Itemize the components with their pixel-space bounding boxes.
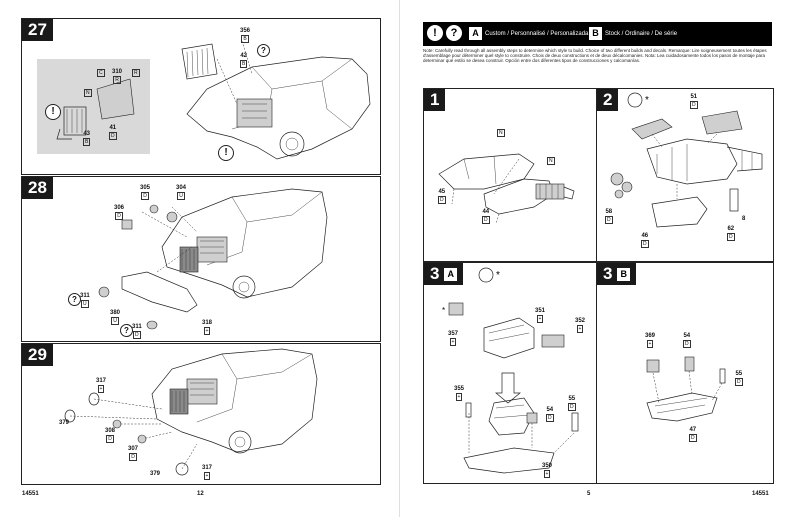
caution-icon: !	[427, 25, 443, 41]
step-number: 2	[597, 89, 619, 111]
page-number: 5	[587, 491, 591, 497]
part-callout: 379	[150, 471, 161, 477]
stock-badge: B	[617, 268, 631, 282]
svg-text:*: *	[496, 270, 500, 281]
stock-badge: B	[589, 26, 602, 40]
part-callout: 357+	[448, 331, 459, 346]
optional-part-icon: ?	[120, 324, 133, 337]
inset-code: C	[97, 69, 105, 77]
build-note: Note: Carefully read through all assembl…	[423, 48, 767, 64]
caution-icon: !	[45, 104, 61, 120]
step-3a-illustration: * *	[442, 267, 579, 474]
svg-text:*: *	[442, 306, 445, 315]
part-callout: 8	[742, 216, 746, 222]
optional-part-icon: ?	[446, 25, 462, 41]
part-callout: 318+	[202, 320, 213, 335]
step-number: 3 B	[597, 263, 637, 285]
part-label: N	[547, 157, 555, 165]
caution-icon: !	[218, 145, 234, 161]
step-number: 3 A	[424, 263, 464, 285]
step-number: 1	[424, 89, 446, 111]
step-number: 27	[22, 19, 53, 41]
step-number: 29	[22, 344, 53, 366]
kit-number: 14551	[752, 491, 769, 497]
part-callout: 352+	[575, 318, 586, 333]
part-callout: 351+	[535, 308, 546, 323]
part-callout: 369+	[645, 333, 656, 348]
svg-text:*: *	[645, 95, 649, 106]
step-29-illustration	[64, 348, 318, 476]
part-label: N	[497, 129, 505, 137]
kit-number: 14551	[22, 491, 39, 497]
step-28-illustration	[98, 188, 328, 330]
inset-code: R	[132, 69, 140, 77]
page-number: 12	[197, 491, 204, 497]
optional-part-icon: ?	[257, 44, 270, 57]
step-27-illustration	[56, 40, 371, 160]
part-callout: 317+	[96, 378, 107, 393]
part-callout: 317+	[202, 465, 213, 480]
step-3b-illustration	[646, 356, 726, 422]
custom-badge: A	[469, 26, 482, 40]
optional-part-icon: ?	[68, 293, 81, 306]
inset-code: N	[84, 89, 92, 97]
part-callout: 355+	[454, 386, 465, 401]
part-callout: 379	[59, 420, 70, 426]
part-callout: 350+	[542, 463, 553, 478]
step-1-illustration	[438, 153, 575, 225]
step-number: 28	[22, 177, 53, 199]
custom-badge: A	[444, 268, 458, 282]
step-2-illustration: *	[610, 92, 763, 228]
